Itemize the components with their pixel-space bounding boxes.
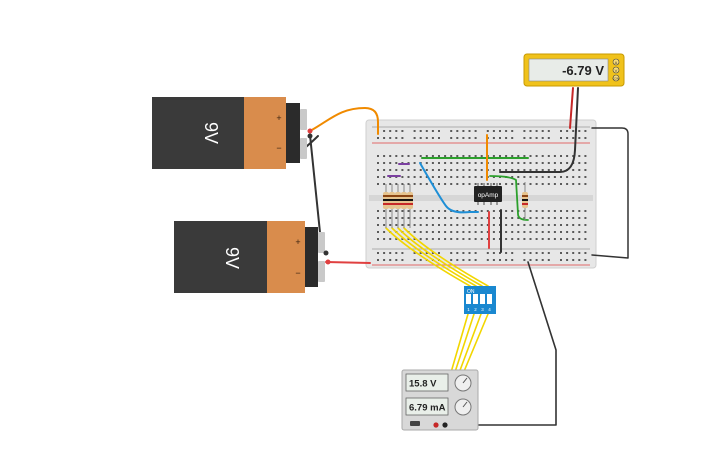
battery-clip-plus [307, 128, 313, 134]
current-readout: 6.79 mA [409, 403, 446, 414]
current-readout-clip: 6.79 mA [409, 403, 446, 414]
port-a[interactable] [612, 58, 620, 66]
battery-terminal-plus[interactable] [318, 232, 325, 253]
dip-number-4: 4 [488, 307, 491, 312]
battery-connector [286, 103, 300, 163]
opamp-label: opAmp [478, 192, 499, 199]
dip-toggle-2[interactable] [473, 294, 478, 304]
opamp-pins [477, 183, 498, 205]
opamp-body [474, 186, 502, 202]
battery-plus-sign: + [276, 113, 281, 123]
battery-clip-minus [323, 250, 329, 256]
dip-switch[interactable]: ON 1 2 3 4 [464, 286, 496, 314]
battery-plus-sign: + [295, 237, 300, 247]
battery-terminal-minus[interactable] [318, 261, 325, 282]
wire-orange-battery [309, 107, 379, 135]
breadboard-holes [377, 130, 587, 261]
current-display [405, 397, 449, 416]
battery-body [152, 97, 244, 169]
wire-green-right [489, 175, 529, 221]
dip-toggle-3[interactable] [480, 294, 485, 304]
dip-toggle-4[interactable] [487, 294, 492, 304]
port-com-label: COM [613, 77, 621, 81]
terminal-positive[interactable] [433, 422, 439, 428]
multimeter-display [528, 58, 609, 82]
wire-yellow-1 [385, 227, 471, 287]
wire-black-right-loop [591, 127, 629, 259]
dip-toggle-1[interactable] [466, 294, 471, 304]
dip-number-1: 1 [467, 307, 470, 312]
battery-9v-top[interactable]: 9V + − [152, 97, 313, 169]
port-com[interactable] [612, 74, 620, 82]
resistor-bank[interactable] [383, 184, 413, 228]
wire-red-battery2 [325, 261, 371, 264]
wire-blue [419, 162, 479, 214]
voltage-display [405, 373, 449, 392]
probe-black [499, 87, 579, 173]
wire-yellow-3 [397, 227, 483, 287]
wire-yellow-2 [391, 227, 477, 287]
voltage-readout: 15.8 V [409, 379, 437, 390]
port-v[interactable] [612, 66, 620, 74]
battery-cap [267, 221, 305, 293]
battery-cap [244, 97, 286, 169]
battery-body [174, 221, 267, 293]
battery-terminal-plus[interactable] [300, 109, 307, 130]
terminal-negative[interactable] [442, 422, 448, 428]
wire-black-supply [445, 261, 557, 426]
battery-label: 9V [201, 122, 221, 144]
power-supply[interactable]: 15.8 V 6.79 mA [401, 369, 479, 431]
port-a-label: A [615, 60, 618, 65]
battery-minus-sign: − [276, 143, 281, 153]
wire-yellow-4 [403, 227, 489, 287]
resistor-right[interactable] [522, 182, 528, 220]
power-switch[interactable] [410, 421, 420, 426]
multimeter-reading: -6.79 V [562, 63, 604, 78]
probe-red [569, 87, 574, 129]
dip-number-3: 3 [481, 307, 484, 312]
battery-minus-sign: − [295, 268, 300, 278]
battery-label: 9V [222, 247, 242, 269]
dip-number-2: 2 [474, 307, 477, 312]
opamp-chip[interactable]: opAmp [474, 183, 502, 205]
battery-9v-bottom[interactable]: 9V + − [174, 221, 331, 293]
battery-connector [305, 227, 318, 287]
battery-clip-minus [307, 133, 313, 139]
battery-terminal-minus[interactable] [300, 138, 307, 159]
multimeter[interactable]: -6.79 V A V COM [523, 53, 625, 87]
dip-switch-on-label: ON [467, 289, 475, 295]
battery-clip-plus [325, 259, 331, 265]
port-v-label: V [615, 68, 618, 73]
